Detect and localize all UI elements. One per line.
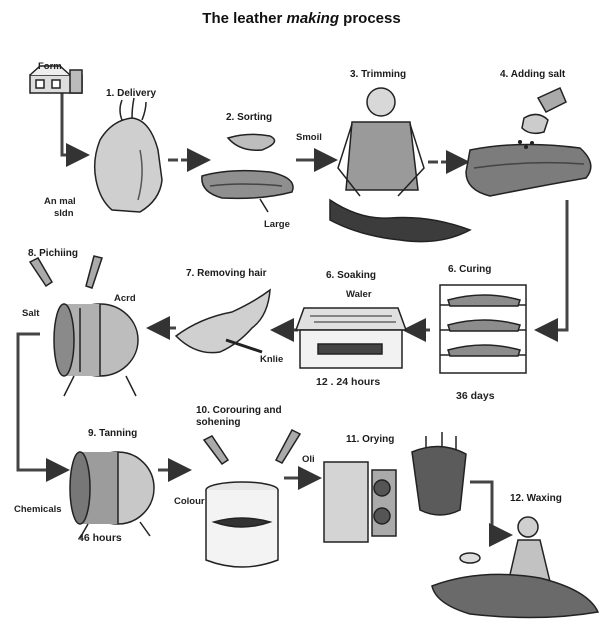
- arrow-pickling-to-tanning: [16, 332, 70, 482]
- large-label: Large: [264, 219, 290, 230]
- oil-label: Oli: [302, 454, 315, 465]
- colour-label: Colour: [174, 496, 205, 507]
- curing-duration: 36 days: [456, 390, 495, 402]
- step-label-9: 9. Tanning: [88, 428, 138, 439]
- removing-hair-illustration: [174, 288, 271, 354]
- farm-label: Form: [38, 61, 62, 72]
- curing-rack-illustration: [439, 284, 527, 374]
- arrow-salt-to-curing: [534, 200, 569, 342]
- soaking-vat-illustration: [294, 307, 408, 369]
- arrow-drying-to-waxing: [470, 480, 513, 547]
- step-label-4: 4. Adding salt: [500, 69, 566, 80]
- step-label-10: 10. Corouring and sohening: [196, 405, 282, 428]
- step-label-5: 6. Curing: [448, 264, 492, 275]
- acid-label: Acrd: [114, 293, 136, 304]
- tanning-drum-illustration: [69, 451, 155, 539]
- step-label-6: 6. Soaking: [326, 270, 377, 281]
- flow-arrows: [16, 92, 569, 547]
- waxing-illustration: [431, 516, 600, 619]
- animal-skin-label-2: sldn: [54, 208, 74, 219]
- sorting-illustration: [201, 133, 294, 213]
- step-label-11: 11. Orying: [346, 434, 395, 445]
- chemicals-label: Chemicals: [14, 504, 62, 515]
- pickling-drum-illustration: [28, 255, 139, 397]
- tanning-duration: 46 hours: [78, 532, 122, 544]
- arrow-farm-to-delivery: [60, 92, 90, 167]
- farm-illustration: [29, 65, 83, 94]
- title-part-2: making: [286, 10, 339, 27]
- salt-label: Salt: [22, 308, 40, 319]
- soaking-duration: 12 . 24 hours: [316, 376, 381, 388]
- water-label: Waler: [346, 289, 372, 300]
- small-label: Smoil: [296, 132, 322, 143]
- animal-skin-label-1: An mal: [44, 196, 76, 207]
- step-label-7: 7. Removing hair: [186, 268, 267, 279]
- diagram-title: The leather making process: [0, 10, 603, 27]
- colouring-vat-illustration: [202, 429, 302, 568]
- adding-salt-illustration: [465, 87, 592, 197]
- step-label-8: 8. Pichiing: [28, 248, 79, 259]
- step-label-2: 2. Sorting: [226, 112, 273, 123]
- title-part-1: The leather: [202, 10, 283, 27]
- title-part-3: process: [343, 10, 401, 27]
- step-label-1: 1. Delivery: [106, 88, 157, 99]
- knife-label: Knlie: [260, 354, 284, 365]
- trimming-illustration: [329, 87, 472, 243]
- step-label-3: 3. Trimming: [350, 69, 407, 80]
- step-label-12: 12. Waxing: [510, 493, 562, 504]
- drying-illustration: [323, 432, 467, 543]
- animal-skin-illustration: [93, 97, 163, 213]
